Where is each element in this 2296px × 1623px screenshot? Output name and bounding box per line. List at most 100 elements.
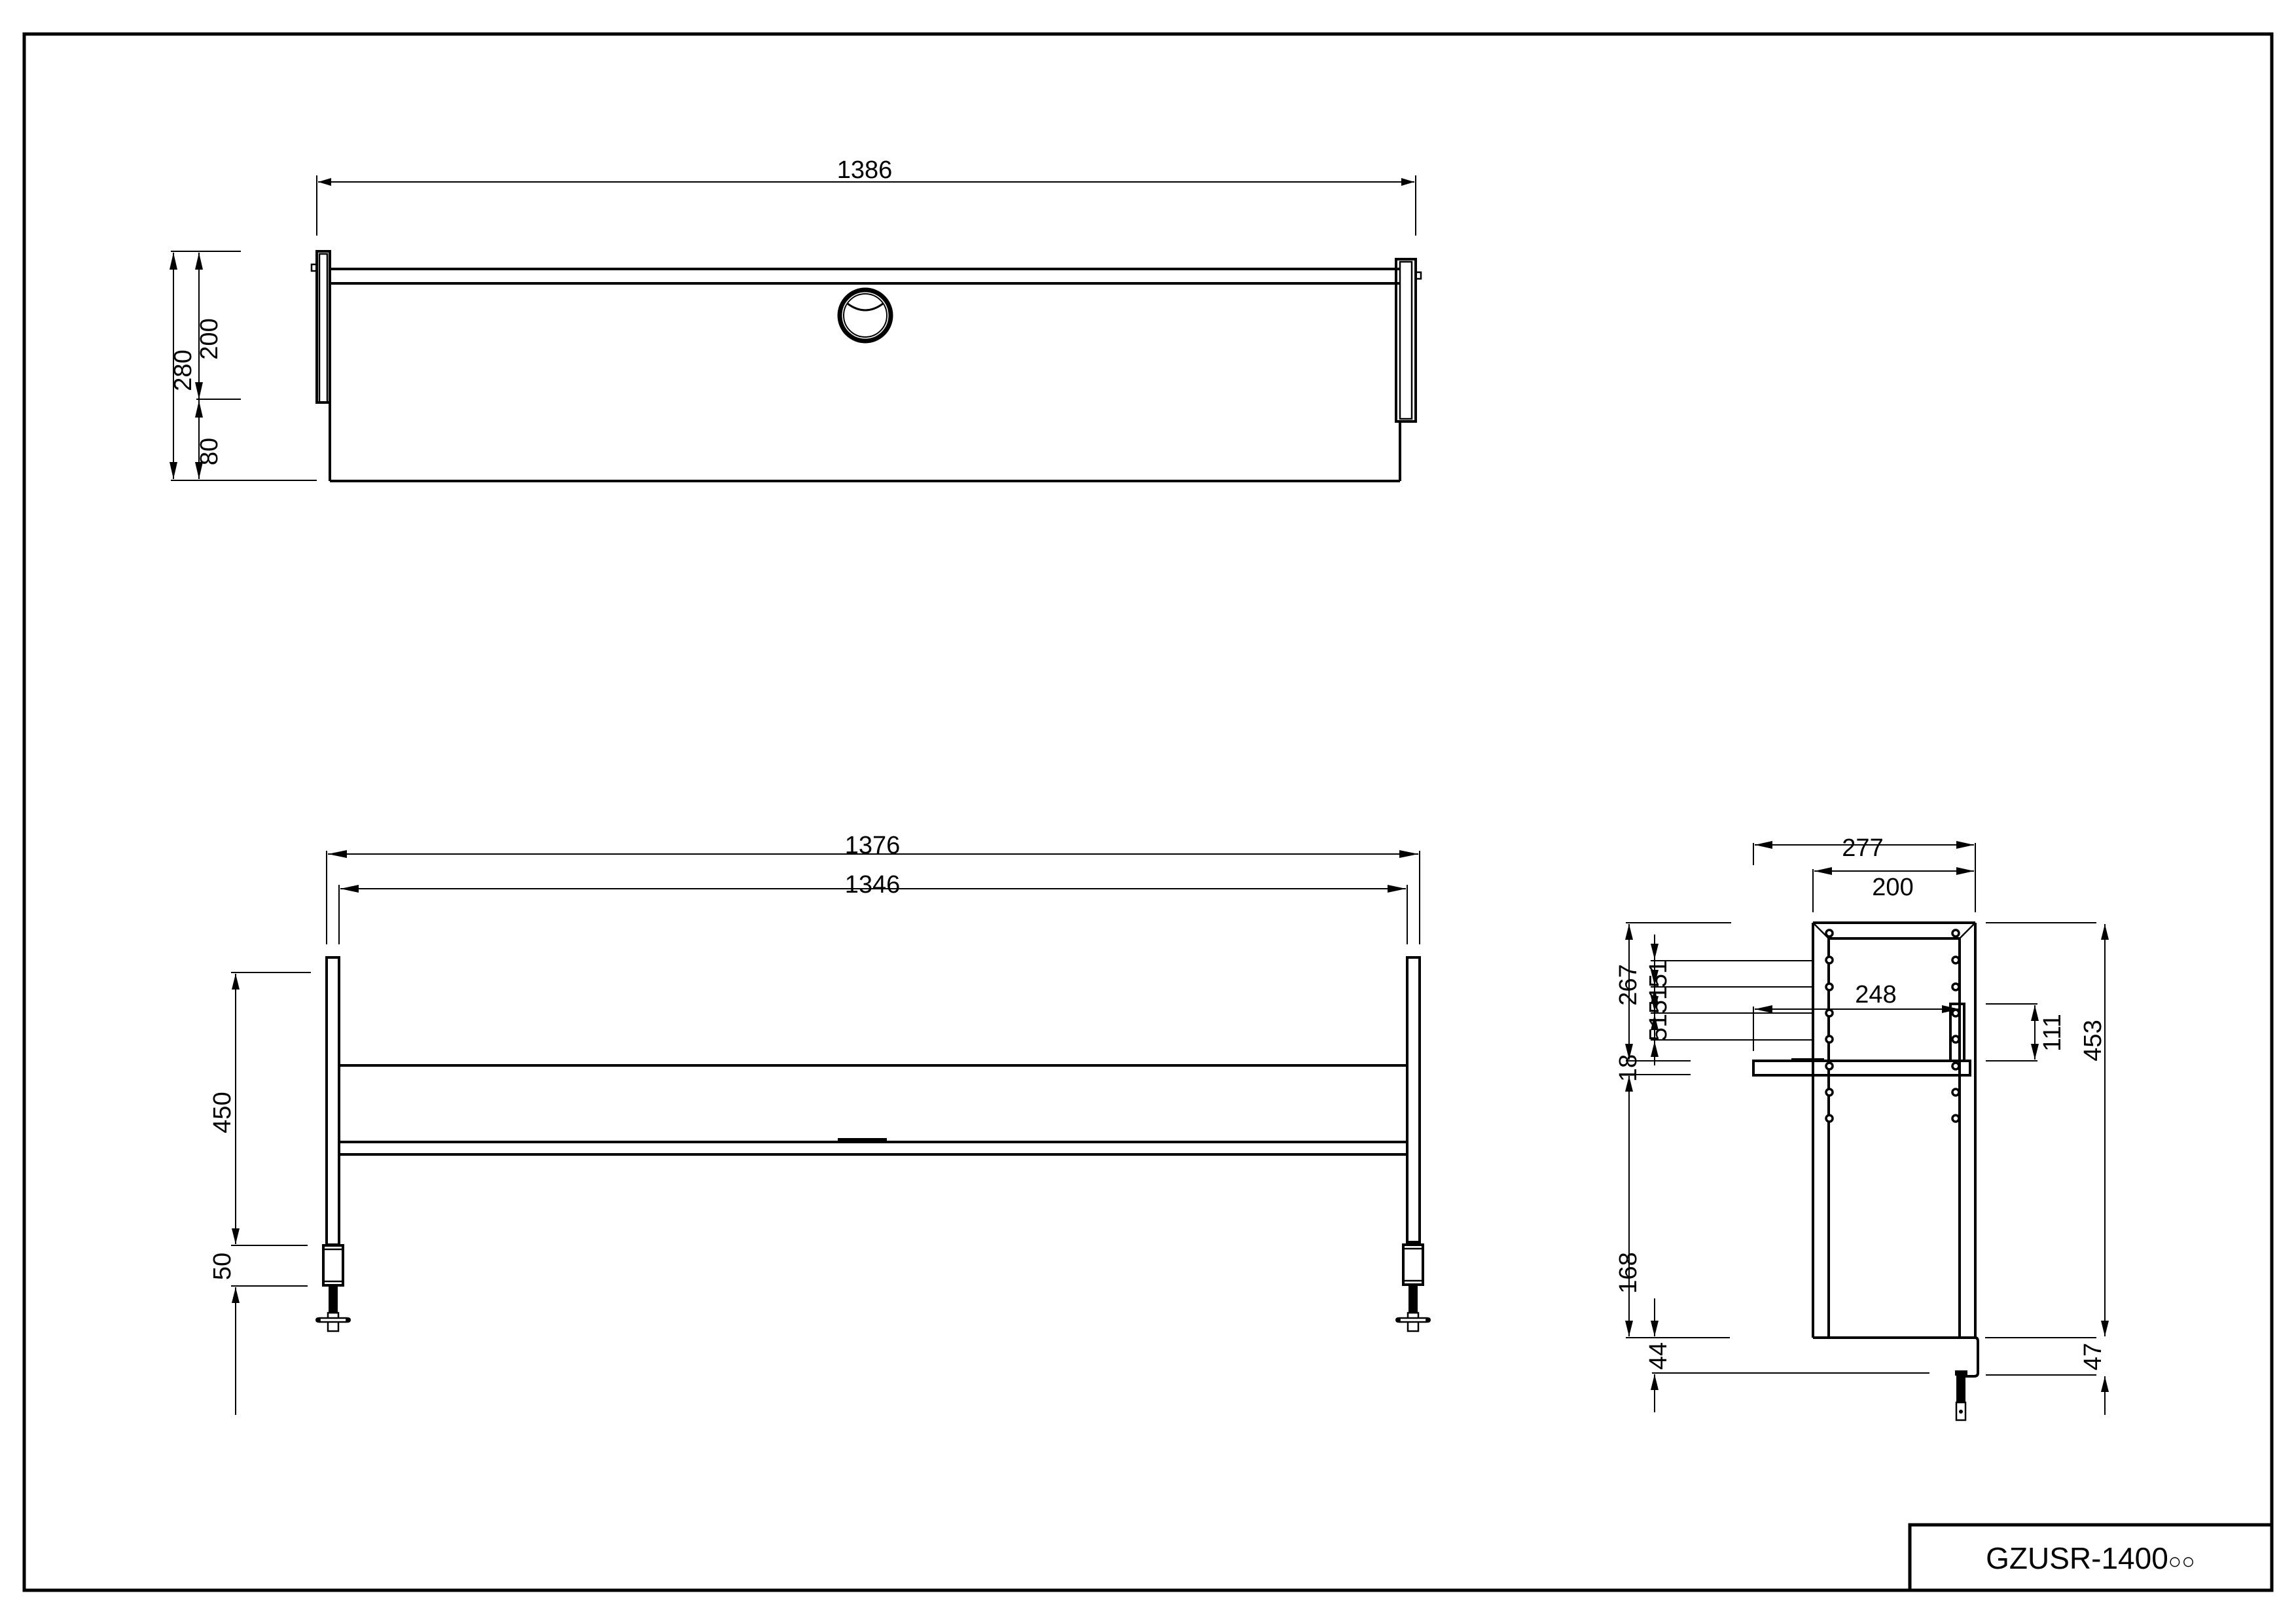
hole-icon	[1825, 1035, 1834, 1044]
arrow-icon	[1755, 1005, 1772, 1013]
arrow-icon	[340, 885, 359, 893]
dim-label-200: 200	[1872, 874, 1913, 901]
hole-icon	[1825, 929, 1834, 938]
title-block-frame	[1908, 1523, 2274, 1592]
hole-icon	[1825, 1114, 1834, 1123]
arrow-icon	[1625, 1076, 1633, 1092]
dim-label-453: 453	[2079, 1020, 2107, 1061]
dim-label-1346: 1346	[845, 871, 901, 899]
dim-label-1376: 1376	[845, 832, 901, 859]
grommet-flange	[838, 1138, 887, 1143]
left-clamp-icon	[315, 1244, 351, 1332]
arrow-icon	[2101, 1376, 2109, 1392]
arrow-icon	[170, 462, 177, 479]
right-knob-icon	[1414, 271, 1422, 280]
hole-icon	[1951, 1088, 1960, 1097]
arrow-icon	[1399, 850, 1418, 858]
arrow-icon	[328, 850, 347, 858]
arrow-icon	[1625, 1321, 1633, 1336]
arrow-icon	[170, 253, 177, 270]
hole-icon	[1825, 982, 1834, 991]
left-knob-icon	[310, 263, 318, 272]
right-clamp-icon	[1402, 1243, 1424, 1286]
left-leg	[325, 956, 340, 1246]
arrow-icon	[232, 1287, 240, 1303]
dim-label-267: 267	[1615, 964, 1642, 1005]
dim-label-51: 51	[1645, 986, 1672, 1014]
hole-icon	[1825, 1008, 1834, 1018]
hole-icon	[1825, 1088, 1834, 1097]
hole-icon	[1825, 1061, 1834, 1071]
arrow-icon	[2101, 1321, 2109, 1336]
arrow-icon	[2031, 1005, 2039, 1021]
arrow-icon	[1956, 867, 1974, 875]
arrow-icon	[1625, 1044, 1633, 1060]
hole-icon	[1825, 955, 1834, 965]
side-view: 277 200	[1615, 834, 2109, 1421]
dim-label-51: 51	[1645, 1014, 1672, 1041]
arrow-icon	[232, 1228, 240, 1244]
arrow-icon	[1755, 841, 1772, 849]
drawing-border	[22, 32, 2274, 1592]
right-clamp-detail	[1395, 1243, 1431, 1332]
arrow-icon	[2101, 924, 2109, 940]
arrow-icon	[1625, 924, 1633, 940]
dim-label-50: 50	[209, 1253, 236, 1280]
arrow-icon	[318, 178, 331, 186]
clamp-knob-pin	[1959, 1410, 1963, 1414]
clamp-bracket	[1813, 1336, 1979, 1378]
arrow-icon	[1651, 1014, 1659, 1030]
hole-icon	[1951, 1114, 1960, 1123]
shelf-board	[1752, 1060, 1971, 1077]
arrow-icon	[1651, 1041, 1659, 1057]
dim-label-80: 80	[196, 438, 223, 465]
hole-icon	[1951, 955, 1960, 965]
right-end-bracket-inner	[1399, 260, 1413, 420]
hole-icon	[1951, 1008, 1960, 1018]
arrow-icon	[1814, 867, 1832, 875]
arrow-icon	[1956, 841, 1974, 849]
dim-label-168: 168	[1615, 1252, 1642, 1293]
hole-icon	[1951, 1061, 1960, 1071]
corner-miter	[1959, 922, 1976, 939]
dim-label-1386: 1386	[837, 156, 893, 184]
right-end-bracket	[1395, 258, 1417, 423]
hole-column-back	[1951, 929, 1960, 1123]
hole-icon	[1951, 929, 1960, 938]
hole-icon	[1951, 982, 1960, 991]
dim-label-248: 248	[1855, 981, 1896, 1008]
hole-column-front	[1825, 929, 1834, 1123]
front-view: 1376 1346	[209, 832, 1431, 1415]
arrow-icon	[1388, 885, 1406, 893]
dim-label-450: 450	[209, 1092, 236, 1133]
arrow-icon	[195, 253, 203, 270]
arrow-icon	[195, 462, 203, 479]
dim-label-47: 47	[2079, 1343, 2107, 1370]
left-end-bracket-inner	[318, 253, 329, 404]
arrow-icon	[195, 382, 203, 399]
arrow-icon	[232, 974, 240, 990]
dim-label-51: 51	[1645, 960, 1672, 988]
shelf-lip	[1791, 1058, 1824, 1061]
title-block: GZUSR-1400○○	[1908, 1523, 2274, 1592]
dim-label-111: 111	[2039, 1014, 2066, 1052]
cable-grommet-icon	[837, 287, 893, 344]
arrow-icon	[1651, 1321, 1659, 1336]
arrow-icon	[1651, 970, 1659, 986]
top-view: 1386 280 200	[170, 156, 1422, 482]
arrow-icon	[195, 401, 203, 418]
model-code: GZUSR-1400	[1986, 1541, 2168, 1575]
back-bracket	[1949, 1003, 1965, 1062]
dim-label-277: 277	[1842, 834, 1883, 862]
clamp-pad	[1955, 1370, 1967, 1376]
hole-icon	[1951, 1035, 1960, 1044]
clamp-screw	[1956, 1376, 1965, 1406]
arrow-icon	[1651, 944, 1659, 959]
dim-label-200: 200	[196, 318, 223, 359]
right-leg	[1406, 956, 1421, 1243]
arrow-icon	[1942, 1005, 1960, 1013]
arrow-icon	[1651, 1374, 1659, 1390]
dim-label-280: 280	[170, 349, 197, 391]
model-suffix: ○○	[2168, 1549, 2195, 1574]
